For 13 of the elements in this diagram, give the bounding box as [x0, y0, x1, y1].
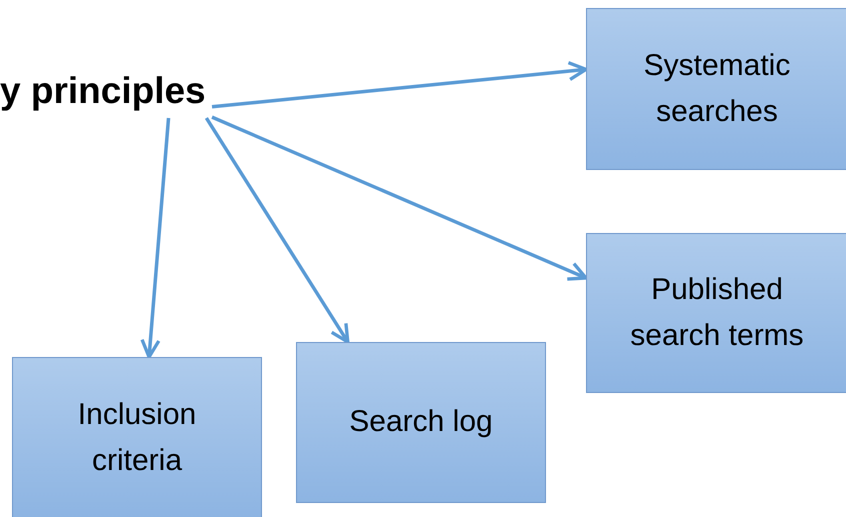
box-label: Systematic searches — [642, 48, 792, 130]
arrow — [211, 116, 588, 281]
box-label: Published search terms — [629, 272, 805, 354]
heading-text: y principles — [0, 69, 206, 114]
process-box — [586, 233, 846, 393]
arrow — [140, 118, 170, 359]
process-box — [12, 357, 262, 517]
box-label: Inclusion criteria — [76, 396, 198, 479]
box-label: Search log — [349, 404, 493, 440]
arrow — [212, 61, 588, 109]
process-box — [586, 8, 846, 170]
arrow — [204, 117, 350, 344]
process-box — [296, 342, 546, 503]
